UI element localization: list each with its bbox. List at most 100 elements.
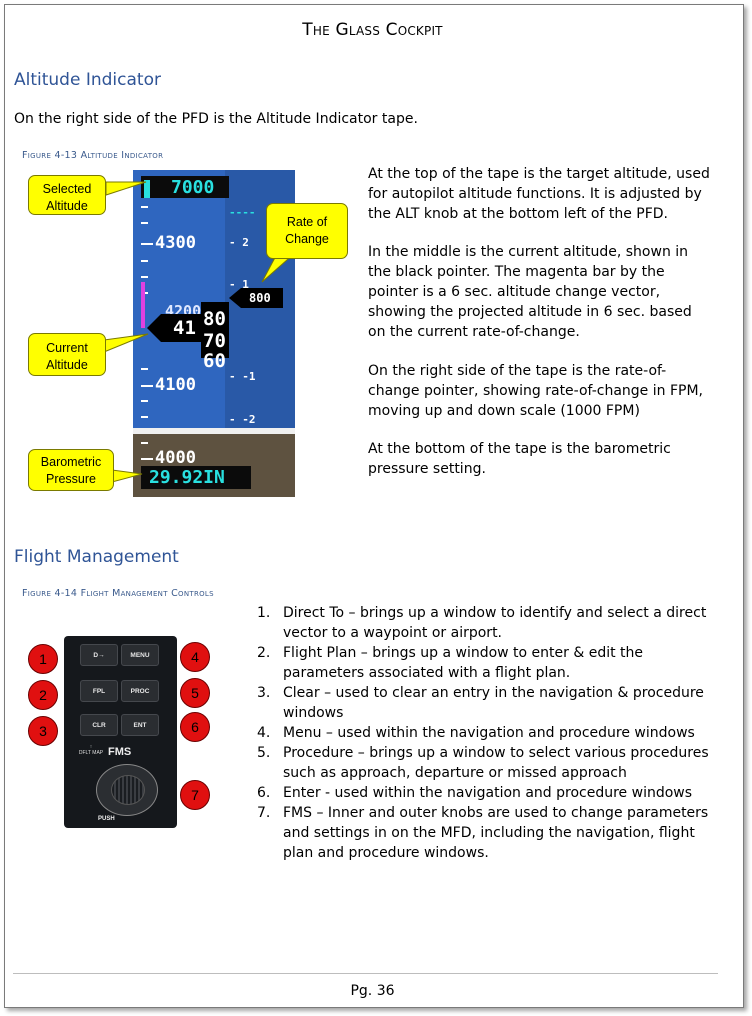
tape-major-tick bbox=[141, 458, 153, 460]
list-item-number: 2. bbox=[257, 645, 271, 661]
list-item-text: Menu – used within the navigation and pr… bbox=[283, 725, 695, 741]
rate-pointer-value: 800 bbox=[249, 291, 271, 305]
list-item: 4. Menu – used within the navigation and … bbox=[257, 723, 712, 743]
tape-major-tick bbox=[141, 385, 153, 387]
fms-list: 1. Direct To – brings up a window to iden… bbox=[257, 603, 712, 863]
altitude-heading: Altitude Indicator bbox=[14, 70, 161, 90]
rate-scale-2: - 2 bbox=[229, 236, 249, 249]
altitude-paragraph-1: At the top of the tape is the target alt… bbox=[368, 166, 710, 222]
altitude-paragraph-4: At the bottom of the tape is the baromet… bbox=[368, 441, 671, 477]
list-item: 1. Direct To – brings up a window to iden… bbox=[257, 603, 712, 643]
list-item-number: 5. bbox=[257, 745, 271, 761]
selected-callout-pointer bbox=[105, 181, 147, 196]
badge-6: 6 bbox=[180, 712, 210, 742]
roller-70: 70 bbox=[203, 330, 226, 352]
list-item: 3. Clear – used to clear an entry in the … bbox=[257, 683, 712, 723]
list-item: 2. Flight Plan – brings up a window to en… bbox=[257, 643, 712, 683]
selected-altitude-callout: Selected Altitude bbox=[28, 175, 106, 215]
selected-altitude-box: 7000 bbox=[141, 176, 229, 198]
tape-major-tick bbox=[141, 243, 153, 245]
page-title: The Glass Cockpit bbox=[302, 20, 443, 40]
clr-key[interactable]: CLR bbox=[80, 714, 118, 736]
page-number: Pg. 36 bbox=[350, 983, 395, 999]
tape-tick bbox=[141, 416, 148, 418]
list-item: 5.Procedure – brings up a window to sele… bbox=[257, 743, 712, 783]
altitude-figure-caption: Figure 4-13 Altitude Indicator bbox=[22, 150, 164, 161]
selected-altitude-value: 7000 bbox=[171, 177, 215, 198]
current-altitude-pointer bbox=[147, 314, 161, 342]
dflt-map-label: ↑DFLT MAP bbox=[78, 744, 104, 756]
push-label: PUSH bbox=[98, 816, 115, 822]
rate-pointer-arrow bbox=[229, 288, 241, 308]
tape-tick bbox=[141, 222, 148, 224]
current-altitude-callout: Current Altitude bbox=[28, 333, 106, 376]
list-item-number: 3. bbox=[257, 685, 271, 701]
fms-inner-knob[interactable] bbox=[111, 775, 145, 805]
tape-tick bbox=[141, 400, 148, 402]
current-altitude-hundreds: 41 bbox=[173, 317, 196, 339]
tape-divider bbox=[133, 428, 295, 436]
altitude-intro: On the right side of the PFD is the Alti… bbox=[14, 111, 418, 127]
tape-tick bbox=[141, 260, 148, 262]
list-item-text: Clear – used to clear an entry in the na… bbox=[283, 685, 704, 721]
badge-4: 4 bbox=[180, 642, 210, 672]
rate-scale-m1: - -1 bbox=[229, 370, 256, 383]
selected-altitude-marker bbox=[144, 180, 150, 198]
list-item-text: Enter - used within the navigation and p… bbox=[283, 785, 693, 801]
rate-scale-m2-value: -2 bbox=[242, 413, 256, 426]
altitude-trend-vector bbox=[141, 282, 145, 328]
rate-scale-m2: - -2 bbox=[229, 413, 256, 426]
flight-management-figure-caption: Figure 4-14 Flight Management Controls bbox=[22, 588, 214, 599]
footer-rule bbox=[13, 973, 718, 974]
badge-2: 2 bbox=[28, 680, 58, 710]
rate-pointer-box: 800 bbox=[241, 288, 283, 308]
tape-label-4000: 4000 bbox=[155, 448, 196, 468]
fms-knob[interactable] bbox=[96, 764, 158, 816]
flight-management-heading: Flight Management bbox=[14, 547, 179, 567]
list-item-text: Flight Plan – brings up a window to ente… bbox=[283, 645, 644, 681]
baro-setting-value: 29.92IN bbox=[149, 467, 225, 488]
list-item-text: Direct To – brings up a window to identi… bbox=[283, 605, 707, 641]
tape-tick bbox=[141, 276, 148, 278]
tape-label-4100: 4100 bbox=[155, 375, 196, 395]
list-item: 6. Enter - used within the navigation and… bbox=[257, 783, 712, 803]
list-item-number: 4. bbox=[257, 725, 271, 741]
current-altitude-roller: 80 70 60 bbox=[201, 302, 229, 372]
tape-tick bbox=[141, 206, 148, 208]
list-item-number: 6. bbox=[257, 785, 271, 801]
callout-pointers bbox=[103, 181, 298, 483]
badge-5: 5 bbox=[180, 678, 210, 708]
baro-callout-pointer bbox=[111, 469, 143, 483]
list-item-number: 7. bbox=[257, 805, 271, 821]
list-item-text: FMS – Inner and outer knobs are used to … bbox=[283, 805, 709, 861]
tape-label-4300: 4300 bbox=[155, 233, 196, 253]
ent-key[interactable]: ENT bbox=[121, 714, 159, 736]
rate-scale-1-value: 1 bbox=[242, 278, 249, 291]
page-frame bbox=[4, 4, 744, 1008]
rate-top-dashes: ---- bbox=[229, 206, 256, 219]
rate-scale-2-value: 2 bbox=[242, 236, 249, 249]
altitude-paragraph-3: On the right side of the tape is the rat… bbox=[368, 363, 703, 419]
baro-setting-box: 29.92IN bbox=[141, 466, 251, 489]
fpl-key[interactable]: FPL bbox=[80, 680, 118, 702]
current-altitude-box: 41 bbox=[161, 314, 201, 342]
badge-3: 3 bbox=[28, 716, 58, 746]
fms-control-panel: D→ MENU FPL PROC CLR ENT ↑DFLT MAP FMS P… bbox=[64, 636, 177, 828]
rate-of-change-callout: Rate of Change bbox=[266, 203, 348, 259]
list-item: 7. FMS – Inner and outer knobs are used t… bbox=[257, 803, 712, 863]
tape-tick bbox=[141, 368, 148, 370]
rate-scale-m1-value: -1 bbox=[242, 370, 256, 383]
current-callout-pointer bbox=[103, 333, 149, 353]
proc-key[interactable]: PROC bbox=[121, 680, 159, 702]
dflt-map-text: DFLT MAP bbox=[78, 750, 104, 756]
fms-label: FMS bbox=[108, 746, 132, 758]
menu-key[interactable]: MENU bbox=[121, 644, 159, 666]
rate-scale-1: - 1 bbox=[229, 278, 249, 291]
tape-tick bbox=[141, 442, 148, 444]
direct-to-key[interactable]: D→ bbox=[80, 644, 118, 666]
roller-80: 80 bbox=[203, 308, 226, 330]
altitude-tape: 7000 4300 4100 4000 4200 41 80 70 60 ---… bbox=[133, 170, 295, 497]
list-item-number: 1. bbox=[257, 605, 271, 621]
badge-1: 1 bbox=[28, 644, 58, 674]
badge-7: 7 bbox=[180, 780, 210, 810]
